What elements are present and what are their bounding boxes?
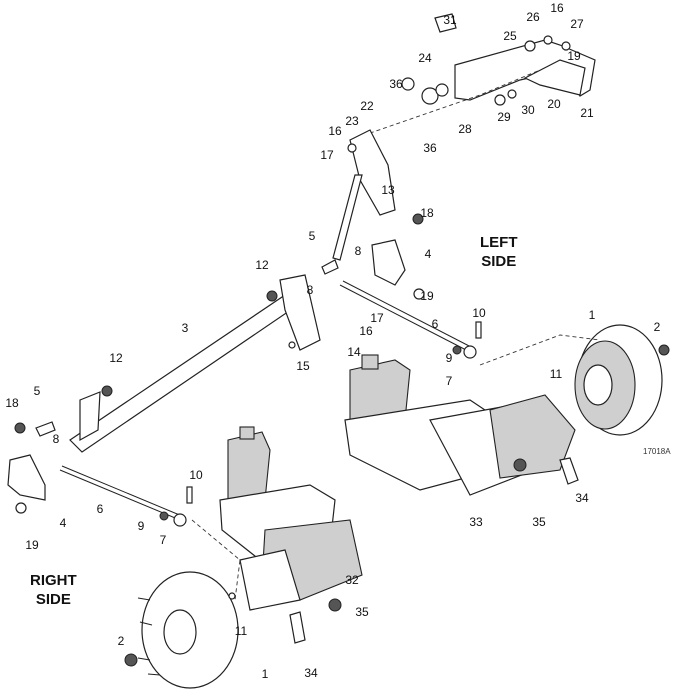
callout-19: 19 <box>25 538 39 552</box>
right-side-label: RIGHT SIDE <box>30 572 77 608</box>
callout-31: 31 <box>443 13 457 27</box>
callout-1: 1 <box>589 308 596 322</box>
callout-3: 3 <box>182 321 189 335</box>
callout-35: 35 <box>532 515 546 529</box>
left-wheel-hub <box>479 324 670 436</box>
left-transaxle <box>344 354 579 496</box>
callout-8: 8 <box>53 432 60 446</box>
link-13 <box>332 129 396 261</box>
callout-8: 8 <box>307 283 314 297</box>
bracket-left <box>371 239 406 286</box>
callout-26: 26 <box>526 10 540 24</box>
callout-16: 16 <box>359 324 373 338</box>
callout-4: 4 <box>425 247 432 261</box>
callout-17: 17 <box>370 311 384 325</box>
right-wheel-hub <box>124 571 239 689</box>
callout-33: 33 <box>469 515 483 529</box>
callout-34: 34 <box>575 491 589 505</box>
callout-34: 34 <box>304 666 318 680</box>
callout-6: 6 <box>97 502 104 516</box>
callout-1: 1 <box>262 667 269 681</box>
callout-35: 35 <box>355 605 369 619</box>
callout-24: 24 <box>418 51 432 65</box>
callout-18: 18 <box>5 396 19 410</box>
callout-9: 9 <box>138 519 145 533</box>
drawing-number: 17018A <box>643 447 671 456</box>
callout-15: 15 <box>296 359 310 373</box>
callout-5: 5 <box>309 229 316 243</box>
cross-shaft <box>69 274 321 453</box>
callout-2: 2 <box>118 634 125 648</box>
callout-16: 16 <box>328 124 342 138</box>
callout-7: 7 <box>446 374 453 388</box>
callout-11: 11 <box>550 367 563 381</box>
callout-16: 16 <box>550 1 564 15</box>
callout-36: 36 <box>423 141 437 155</box>
callout-10: 10 <box>189 468 203 482</box>
callout-11: 11 <box>235 624 248 638</box>
left-side-label: LEFT SIDE <box>480 234 518 270</box>
callout-36: 36 <box>389 77 403 91</box>
callout-22: 22 <box>360 99 374 113</box>
callout-4: 4 <box>60 516 67 530</box>
callout-9: 9 <box>446 351 453 365</box>
callout-17: 17 <box>320 148 334 162</box>
callout-8: 8 <box>355 244 362 258</box>
callout-13: 13 <box>381 183 395 197</box>
callout-14: 14 <box>347 345 361 359</box>
callout-32: 32 <box>345 573 359 587</box>
callout-6: 6 <box>432 317 439 331</box>
callout-19: 19 <box>420 289 434 303</box>
callout-28: 28 <box>458 122 472 136</box>
callout-7: 7 <box>160 533 167 547</box>
steering-arm-assembly <box>349 13 596 141</box>
callout-2: 2 <box>654 320 661 334</box>
callout-25: 25 <box>503 29 517 43</box>
callout-21: 21 <box>580 106 594 120</box>
callout-10: 10 <box>472 306 486 320</box>
callout-29: 29 <box>497 110 511 124</box>
right-transaxle <box>191 426 363 644</box>
callout-12: 12 <box>255 258 269 272</box>
callout-27: 27 <box>570 17 584 31</box>
callout-30: 30 <box>521 103 535 117</box>
callout-20: 20 <box>547 97 561 111</box>
callout-18: 18 <box>420 206 434 220</box>
callout-19: 19 <box>567 49 581 63</box>
callout-23: 23 <box>345 114 359 128</box>
callout-12: 12 <box>109 351 123 365</box>
callout-5: 5 <box>34 384 41 398</box>
bracket-right <box>7 454 46 501</box>
